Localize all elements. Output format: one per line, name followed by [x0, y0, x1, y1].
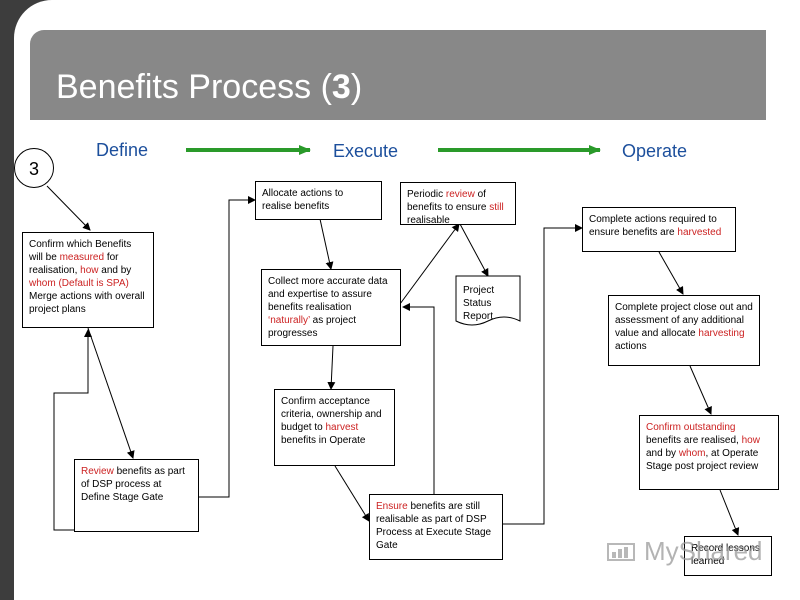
collect-to-acceptance-arrow — [327, 345, 336, 390]
ensure-loop-arrow — [402, 303, 435, 494]
title-bar — [30, 30, 766, 120]
collect-to-periodic-arrow — [399, 223, 460, 305]
record-lessons-box: Record lessons learned — [684, 536, 772, 576]
complete-closeout-box: Complete project close out and assessmen… — [608, 295, 760, 366]
confirm-outstanding-box: Confirm outstanding benefits are realise… — [639, 415, 779, 490]
collect-data-box: Collect more accurate data and expertise… — [261, 269, 401, 346]
review-loop-arrow — [53, 329, 92, 531]
circle-to-confirm-arrow — [46, 185, 91, 231]
phase-execute-label: Execute — [333, 141, 399, 161]
ensure-to-complete-actions-arrow — [503, 224, 583, 525]
closeout-to-outstanding-arrow — [689, 365, 712, 415]
complete-actions-to-closeout-arrow — [658, 251, 684, 295]
phase-operate-label: Operate — [622, 141, 688, 161]
confirm-benefits-box: Confirm which Benefits will be measured … — [22, 232, 154, 328]
status-report-shape — [455, 275, 521, 326]
watermark-logo-icon — [607, 543, 635, 561]
confirm-acceptance-box: Confirm acceptance criteria, ownership a… — [274, 389, 395, 466]
confirm-to-review-arrow — [87, 327, 135, 459]
review-benefits-box: Review benefits as part of DSP process a… — [74, 459, 199, 532]
review-to-allocate-arrow — [199, 196, 256, 498]
slide-title: Benefits Process (3) — [56, 68, 363, 106]
periodic-to-report-arrow — [459, 223, 489, 277]
acceptance-to-ensure-arrow — [334, 465, 370, 522]
allocate-to-collect-arrow — [319, 218, 334, 270]
step-number-circle: 3 — [14, 148, 54, 188]
periodic-review-box: Periodic review of benefits to ensure st… — [400, 182, 516, 226]
status-report-label: Project Status Report — [463, 285, 495, 322]
phase-define-label: Define — [96, 140, 149, 160]
allocate-actions-box: Allocate actions to realise benefits — [255, 181, 382, 220]
complete-actions-box: Complete actions required to ensure bene… — [582, 207, 736, 252]
ensure-benefits-box: Ensure benefits are still realisable as … — [369, 494, 503, 560]
watermark-text: MyShared — [644, 536, 763, 566]
outstanding-to-record-arrow — [719, 489, 740, 536]
